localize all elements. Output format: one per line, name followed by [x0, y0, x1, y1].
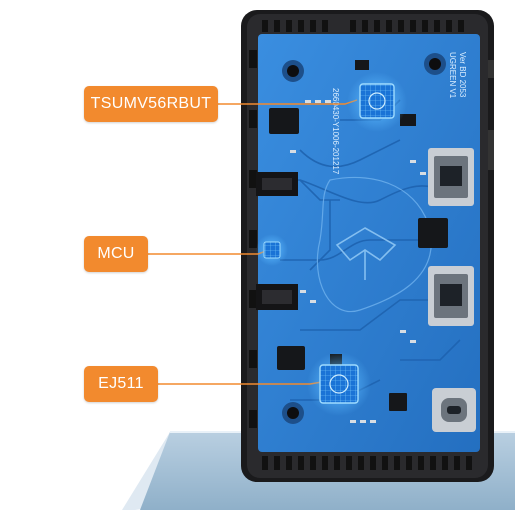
pcb-board: 2660430-Y1006-201217 UGREEN V1 Ver BD 20… [256, 34, 480, 452]
chip-tsumv56rbut [347, 72, 407, 132]
callout-mcu-label: MCU [84, 236, 148, 272]
silkscreen-model: UGREEN V1 [448, 52, 457, 99]
chip-ej511 [307, 352, 371, 416]
silkscreen-ver: Ver BD 2053 [458, 52, 467, 98]
silkscreen-pn: 2660430-Y1006-201217 [331, 88, 340, 175]
callout-ej511-label: EJ511 [84, 366, 158, 402]
chip-mcu [256, 234, 288, 266]
callout-tsumv56rbut-label: TSUMV56RBUT [84, 86, 218, 122]
